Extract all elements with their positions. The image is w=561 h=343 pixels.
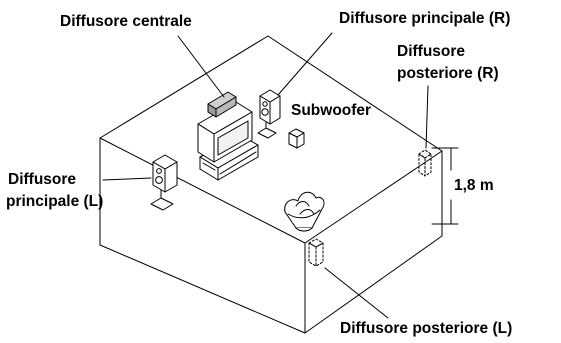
center-speaker-label: Diffusore centrale [60, 13, 192, 30]
room-box [99, 35, 443, 334]
listening-chair-icon [284, 191, 325, 232]
main-right-speaker-label: Diffusore principale (R) [339, 10, 511, 27]
rear-left-speaker-label: Diffusore posteriore (L) [340, 320, 513, 337]
height-dimension-line [431, 147, 459, 225]
rear-right-speaker-label-line1: Diffusore [397, 43, 466, 60]
center-speaker-icon [207, 91, 237, 118]
main-right-speaker-icon [257, 89, 281, 139]
rear-right-speaker-icon [418, 149, 432, 177]
height-measure-label: 1,8 m [454, 177, 494, 194]
subwoofer-icon [288, 128, 305, 149]
subwoofer-label: Subwoofer [291, 102, 372, 119]
main-left-speaker-icon [150, 154, 178, 211]
main-left-speaker-label-line1: Diffusore [8, 171, 77, 188]
rear-left-speaker-icon [308, 238, 324, 267]
main-left-speaker-label-line2: principale (L) [6, 193, 104, 210]
leader-lines [102, 32, 429, 319]
rear-right-speaker-label-line2: posteriore (R) [397, 65, 499, 82]
tv-set-icon [197, 91, 259, 181]
